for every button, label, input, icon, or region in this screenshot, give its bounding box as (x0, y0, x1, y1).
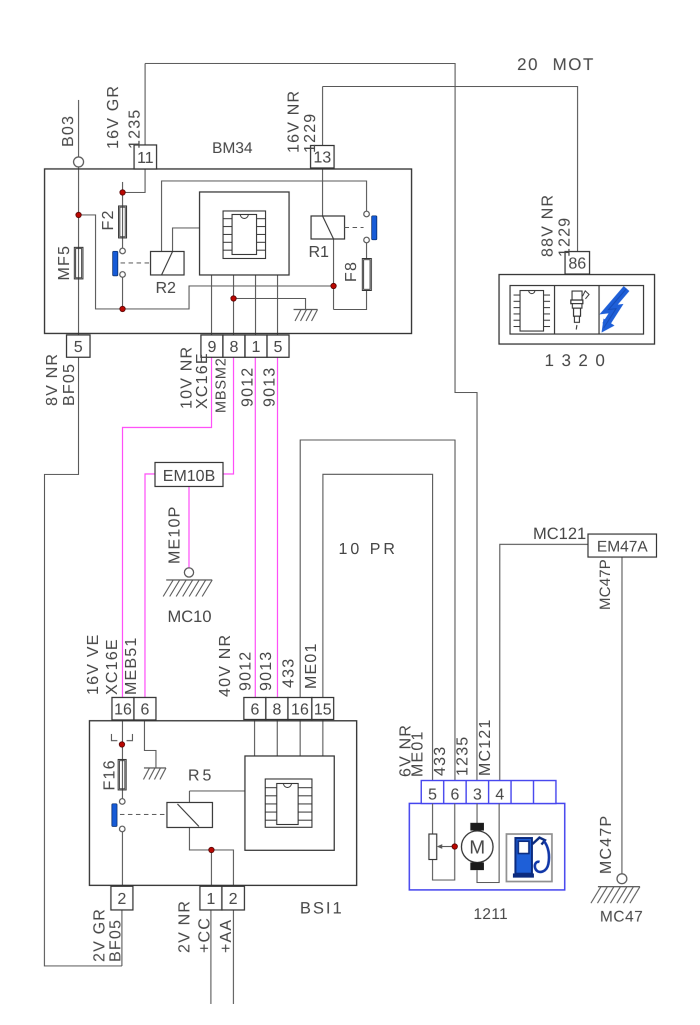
svg-text:2: 2 (229, 891, 238, 908)
svg-text:R1: R1 (309, 244, 330, 261)
svg-text:MF5: MF5 (56, 245, 73, 281)
svg-text:BSI1: BSI1 (300, 899, 344, 917)
svg-text:R2: R2 (156, 280, 177, 297)
svg-text:86: 86 (568, 256, 586, 273)
svg-text:1229: 1229 (557, 217, 574, 257)
svg-text:15: 15 (314, 701, 332, 718)
svg-text:433: 433 (432, 746, 449, 776)
svg-text:BM34: BM34 (212, 140, 253, 157)
svg-text:MC47: MC47 (600, 909, 643, 926)
svg-text:1235: 1235 (127, 109, 144, 149)
svg-text:8V NR: 8V NR (44, 353, 61, 406)
svg-text:EM10B: EM10B (163, 468, 215, 485)
svg-text:MOT: MOT (553, 55, 595, 74)
svg-text:1: 1 (206, 891, 215, 908)
svg-text:16V GR: 16V GR (105, 85, 122, 149)
svg-text:B03: B03 (60, 115, 77, 147)
svg-text:6: 6 (450, 786, 459, 803)
svg-text:11: 11 (137, 150, 154, 167)
svg-text:MC47P: MC47P (597, 559, 614, 610)
svg-text:MC121: MC121 (477, 718, 494, 776)
svg-text:1211: 1211 (473, 906, 508, 923)
svg-text:9013: 9013 (258, 651, 275, 691)
svg-text:M: M (469, 838, 485, 859)
svg-text:ME10P: ME10P (166, 505, 183, 563)
svg-text:6: 6 (250, 701, 259, 718)
svg-text:XC16E: XC16E (104, 638, 121, 695)
svg-text:2V GR: 2V GR (91, 908, 108, 962)
svg-text:1229: 1229 (302, 113, 319, 153)
svg-text:88V NR: 88V NR (540, 194, 557, 257)
svg-text:10 PR: 10 PR (338, 541, 397, 558)
svg-text:F8: F8 (343, 261, 360, 282)
svg-text:MEB51: MEB51 (123, 636, 140, 694)
svg-text:MC47P: MC47P (598, 815, 615, 874)
svg-text:8: 8 (272, 701, 281, 718)
svg-text:EM47A: EM47A (597, 539, 648, 556)
svg-text:5: 5 (74, 339, 83, 356)
svg-text:MC10: MC10 (167, 608, 211, 626)
svg-text:+CC: +CC (196, 917, 213, 953)
svg-text:8: 8 (229, 339, 238, 356)
svg-text:MBSM2: MBSM2 (214, 357, 230, 413)
svg-text:6: 6 (141, 702, 150, 719)
svg-text:16V VE: 16V VE (85, 633, 102, 694)
svg-text:BF05: BF05 (61, 363, 78, 406)
svg-text:20: 20 (517, 55, 539, 74)
svg-text:40V NR: 40V NR (217, 634, 234, 697)
svg-text:9012: 9012 (240, 367, 257, 407)
svg-text:MC121: MC121 (533, 525, 586, 543)
svg-text:ME01: ME01 (409, 730, 426, 777)
svg-text:1235: 1235 (454, 736, 471, 776)
svg-text:F2: F2 (100, 209, 117, 230)
svg-text:5: 5 (274, 339, 283, 356)
svg-text:9012: 9012 (237, 651, 254, 691)
svg-text:10V NR: 10V NR (179, 346, 196, 409)
svg-text:2: 2 (117, 891, 126, 908)
svg-text:1320: 1320 (545, 351, 613, 370)
svg-text:5: 5 (428, 786, 437, 803)
svg-text:16V NR: 16V NR (286, 90, 303, 153)
svg-text:16: 16 (291, 701, 309, 718)
svg-text:1: 1 (252, 339, 261, 356)
svg-text:ME01: ME01 (303, 642, 320, 689)
svg-text:3: 3 (473, 786, 482, 803)
svg-text:XC16E: XC16E (194, 352, 211, 409)
svg-text:F16: F16 (101, 759, 118, 790)
svg-text:R5: R5 (188, 767, 214, 784)
svg-text:2V NR: 2V NR (176, 900, 193, 953)
svg-text:4: 4 (495, 786, 504, 803)
svg-text:16: 16 (114, 702, 132, 719)
svg-text:BF05: BF05 (107, 919, 124, 962)
svg-text:433: 433 (280, 658, 297, 688)
svg-text:9013: 9013 (262, 367, 279, 407)
svg-text:+AA: +AA (218, 919, 235, 953)
